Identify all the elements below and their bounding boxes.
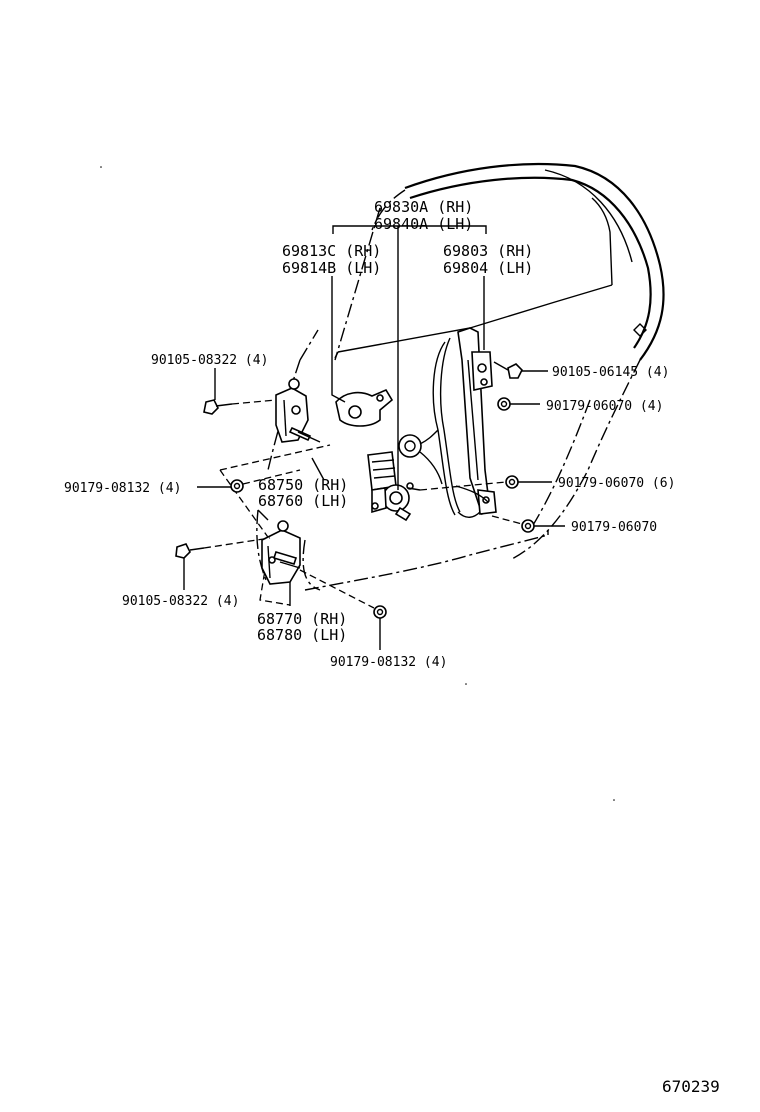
label-90105-08322-lower: 90105-08322 (4) (122, 594, 239, 609)
leader-lines (183, 225, 565, 650)
nut-icon-right-2 (505, 475, 519, 489)
label-69813c-rh: 69813C (RH) (282, 242, 381, 260)
label-69803-rh: 69803 (RH) (443, 242, 533, 260)
label-90179-08132-left: 90179-08132 (4) (64, 481, 181, 496)
label-90105-06145: 90105-06145 (4) (552, 365, 669, 380)
label-90105-08322-upper: 90105-08322 (4) (151, 353, 268, 368)
label-69840a-lh: 69840A (LH) (374, 215, 473, 233)
label-90179-06070-6: 90179-06070 (6) (558, 476, 675, 491)
label-68770-rh: 68770 (RH) (257, 610, 347, 628)
figure-number: 670239 (662, 1077, 720, 1096)
scan-specks (100, 166, 615, 801)
upper-door-hinge (275, 378, 321, 443)
nut-icon-right-1 (497, 397, 511, 411)
window-regulator-channel (398, 327, 497, 518)
label-90179-06070-4: 90179-06070 (4) (546, 399, 663, 414)
label-90179-06070: 90179-06070 (571, 520, 657, 535)
label-68780-lh: 68780 (LH) (257, 626, 347, 644)
window-regulator-motor (367, 451, 421, 522)
label-69804-lh: 69804 (LH) (443, 259, 533, 277)
nut-icon-lower (373, 605, 387, 619)
regulator-bracket (335, 388, 394, 427)
label-68760-lh: 68760 (LH) (258, 492, 348, 510)
door-outline (219, 162, 665, 606)
label-69814b-lh: 69814B (LH) (282, 259, 381, 277)
bolt-icon-upper-left (203, 399, 233, 415)
lower-door-hinge (261, 520, 301, 585)
bolt-icon-upper-right (493, 361, 523, 379)
fasteners (175, 361, 535, 619)
label-69830a-rh: 69830A (RH) (374, 198, 473, 216)
part-labels: 69830A (RH) 69840A (LH) 69813C (RH) 6981… (64, 198, 675, 670)
label-90179-08132-lower: 90179-08132 (4) (330, 655, 447, 670)
bolt-icon-lower-left (175, 543, 205, 559)
label-68750-rh: 68750 (RH) (258, 476, 348, 494)
nut-icon-right-3 (521, 519, 535, 533)
nut-icon-left-1 (230, 479, 244, 493)
